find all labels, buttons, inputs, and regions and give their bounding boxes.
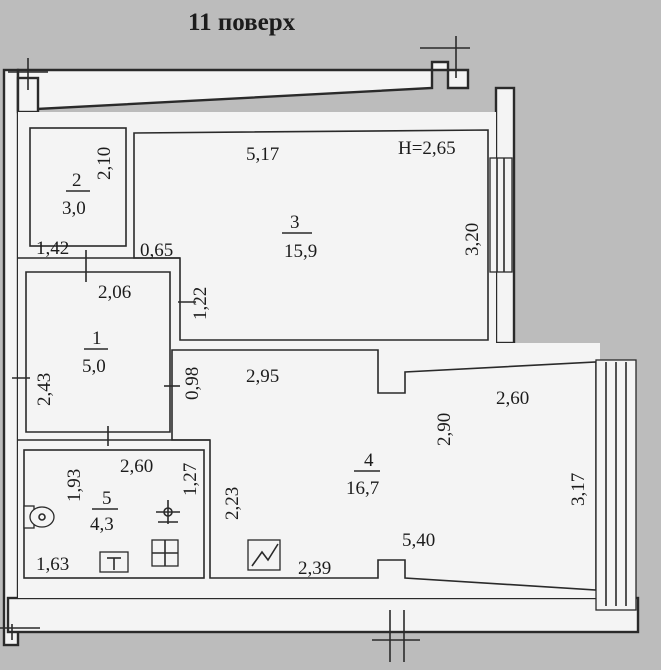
dim-room3-notch: 0,65 — [140, 240, 173, 261]
window-room-3 — [489, 157, 513, 273]
dim-room4-window: 3,17 — [568, 473, 589, 506]
room-5-number: 5 — [102, 488, 112, 509]
dim-room4-bottom: 2,39 — [298, 558, 331, 579]
dim-room2-width: 2,10 — [94, 147, 115, 180]
dim-room2-bottom: 1,42 — [36, 238, 69, 259]
room-4-outline — [171, 349, 597, 591]
apartment-floor — [18, 112, 600, 598]
dim-room5-bottom: 1,63 — [36, 554, 69, 575]
dim-room1-width: 2,06 — [98, 282, 131, 303]
room-4-area: 16,7 — [346, 478, 379, 499]
dim-room3-passage: 1,22 — [190, 287, 211, 320]
electrical-panel-icon — [99, 551, 129, 573]
room-1-number: 1 — [92, 328, 102, 349]
room-2-area: 3,0 — [62, 198, 86, 219]
dim-room4-top: 2,95 — [246, 366, 279, 387]
door-ticks — [12, 250, 196, 446]
dim-room5-top: 1,93 — [64, 469, 85, 502]
room-2-number: 2 — [72, 170, 82, 191]
dim-room3-width: 5,17 — [246, 144, 279, 165]
dim-room5-side: 1,27 — [180, 463, 201, 496]
room-4-number: 4 — [364, 450, 374, 471]
dim-room4-left: 2,23 — [222, 487, 243, 520]
ceiling-height: H=2,65 — [398, 138, 456, 159]
dim-room1-height: 2,43 — [34, 373, 55, 406]
sink-icon — [151, 539, 179, 567]
floor-title: 11 поверх — [188, 9, 296, 36]
toilet-icon — [23, 505, 55, 529]
dim-room4-length: 5,40 — [402, 530, 435, 551]
room-1-area: 5,0 — [82, 356, 106, 377]
dim-room4-niche: 2,90 — [434, 413, 455, 446]
room-3-area: 15,9 — [284, 241, 317, 262]
dim-room3-height: 3,20 — [462, 223, 483, 256]
dim-room5-width: 2,60 — [120, 456, 153, 477]
axis-markers — [0, 36, 470, 662]
lamp-icon — [156, 500, 180, 524]
dim-room4-depth: 2,60 — [496, 388, 529, 409]
dim-room1-door: 0,98 — [182, 367, 203, 400]
room-3-number: 3 — [290, 212, 300, 233]
ventilation-shaft-icon — [247, 539, 281, 571]
room-2-outline — [29, 127, 127, 247]
window-room-4 — [595, 359, 637, 611]
room-5-area: 4,3 — [90, 514, 114, 535]
